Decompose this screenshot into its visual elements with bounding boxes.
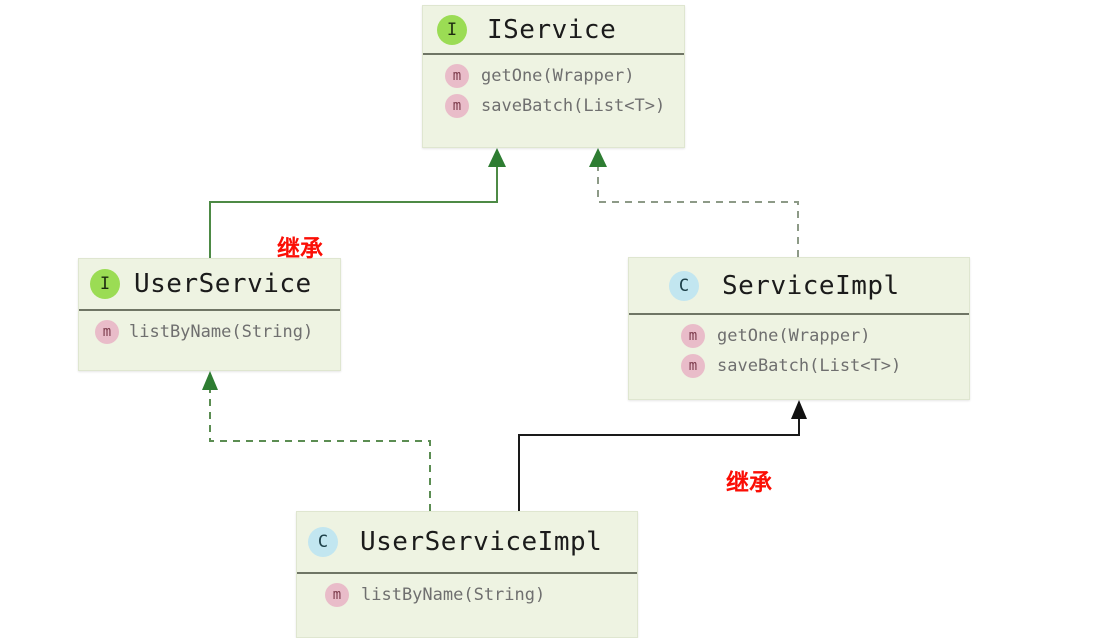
- edge-label-inherit-left: 继承: [277, 236, 323, 262]
- method-badge-icon: m: [681, 354, 705, 378]
- class-name-label: UserServiceImpl: [360, 527, 603, 557]
- interface-badge-icon: I: [90, 269, 120, 299]
- member-name-label: listByName(String): [129, 322, 314, 342]
- edge-userservice-to-iservice: [209, 148, 506, 258]
- member-name-label: saveBatch(List<T>): [717, 356, 902, 376]
- class-box-userservice[interactable]: I UserService m listByName(String): [78, 258, 341, 371]
- class-box-members: m listByName(String): [79, 311, 340, 355]
- class-name-label: IService: [487, 14, 617, 45]
- method-badge-icon: m: [325, 583, 349, 607]
- method-badge-icon: m: [445, 94, 469, 118]
- method-badge-icon: m: [681, 324, 705, 348]
- edge-serviceimpl-to-iservice: [589, 148, 799, 257]
- class-badge-icon: C: [669, 270, 699, 301]
- member-row[interactable]: m listByName(String): [297, 580, 637, 610]
- edge-label-inherit-right: 继承: [726, 470, 772, 496]
- member-row[interactable]: m saveBatch(List<T>): [629, 351, 969, 381]
- class-box-members: m listByName(String): [297, 574, 637, 618]
- class-badge-icon: C: [308, 527, 338, 557]
- method-badge-icon: m: [95, 320, 119, 344]
- method-badge-icon: m: [445, 64, 469, 88]
- member-name-label: getOne(Wrapper): [717, 326, 871, 346]
- class-box-serviceimpl[interactable]: C ServiceImpl m getOne(Wrapper) m saveBa…: [628, 257, 970, 400]
- member-name-label: saveBatch(List<T>): [481, 96, 666, 116]
- member-row[interactable]: m listByName(String): [79, 317, 340, 347]
- class-name-label: UserService: [134, 269, 312, 299]
- member-name-label: getOne(Wrapper): [481, 66, 635, 86]
- class-box-header: I IService: [423, 6, 684, 55]
- class-name-label: ServiceImpl: [722, 270, 900, 301]
- interface-badge-icon: I: [437, 14, 467, 45]
- class-box-header: C ServiceImpl: [629, 258, 969, 315]
- class-box-iservice[interactable]: I IService m getOne(Wrapper) m saveBatch…: [422, 5, 685, 148]
- member-row[interactable]: m getOne(Wrapper): [423, 61, 684, 91]
- edge-userserviceimpl-to-serviceimpl: [518, 400, 807, 511]
- class-box-userserviceimpl[interactable]: C UserServiceImpl m listByName(String): [296, 511, 638, 638]
- class-box-members: m getOne(Wrapper) m saveBatch(List<T>): [423, 55, 684, 129]
- class-box-members: m getOne(Wrapper) m saveBatch(List<T>): [629, 315, 969, 389]
- class-box-header: C UserServiceImpl: [297, 512, 637, 574]
- edge-userserviceimpl-to-userservice: [202, 371, 431, 511]
- class-box-header: I UserService: [79, 259, 340, 311]
- member-row[interactable]: m getOne(Wrapper): [629, 321, 969, 351]
- member-name-label: listByName(String): [361, 585, 546, 605]
- member-row[interactable]: m saveBatch(List<T>): [423, 91, 684, 121]
